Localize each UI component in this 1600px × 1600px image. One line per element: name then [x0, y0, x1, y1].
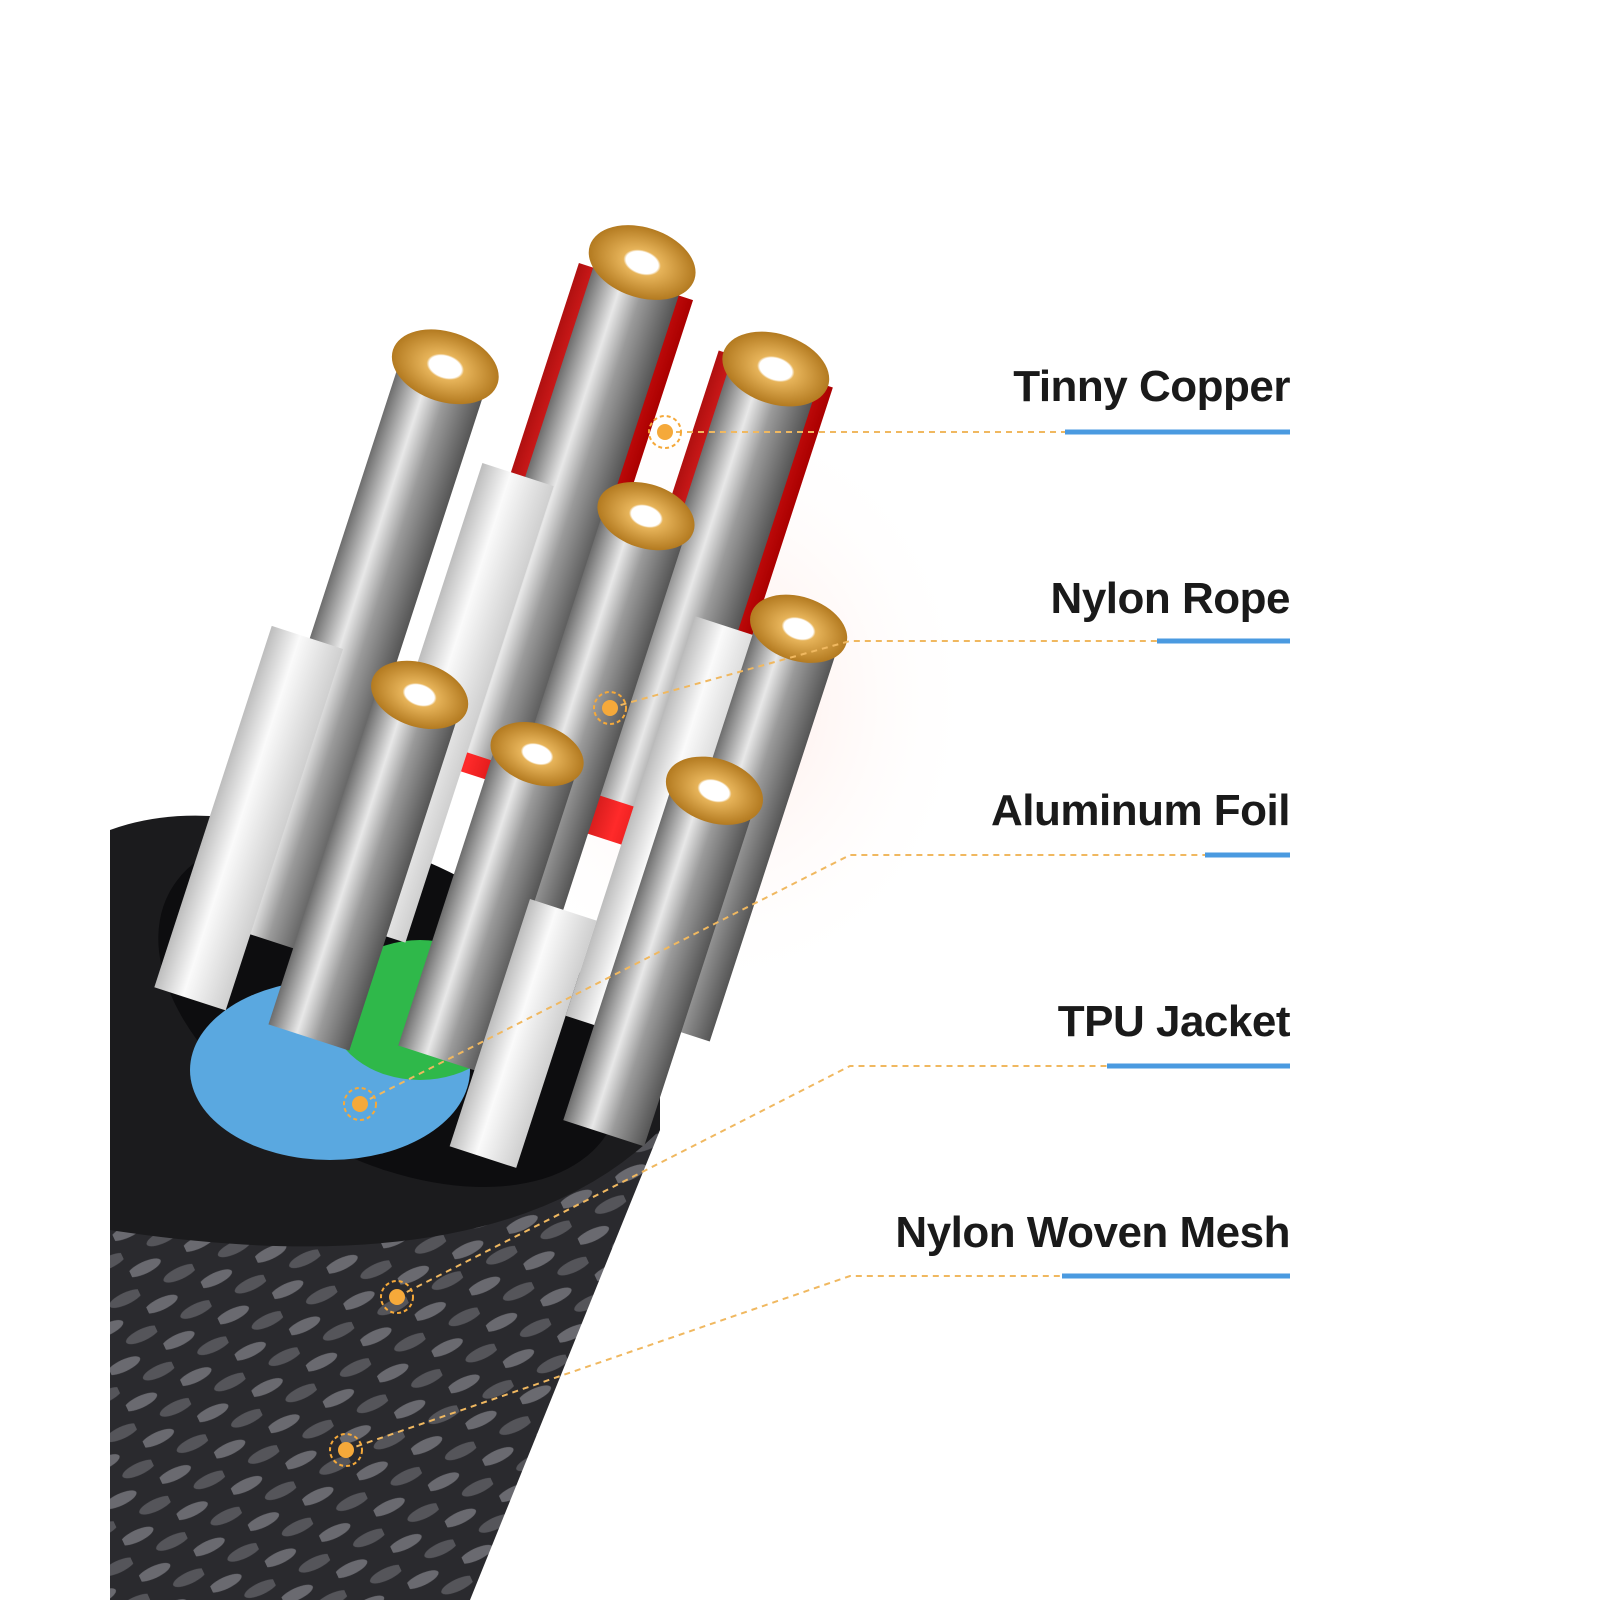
- label-nylon-rope: Nylon Rope: [1050, 574, 1291, 623]
- marker-dot-aluminum-foil: [343, 1087, 377, 1121]
- label-aluminum-foil: Aluminum Foil: [990, 786, 1291, 835]
- marker-dot-nylon-rope: [593, 691, 627, 725]
- label-nylon-woven-mesh: Nylon Woven Mesh: [895, 1208, 1290, 1257]
- marker-dot-tinny-copper: [648, 415, 682, 449]
- marker-dot-nylon-woven-mesh: [329, 1433, 363, 1467]
- marker-dot-tpu-jacket: [380, 1280, 414, 1314]
- label-tpu-jacket: TPU Jacket: [1057, 997, 1291, 1046]
- marker-dots: [329, 415, 682, 1467]
- label-tinny-copper: Tinny Copper: [1013, 362, 1290, 411]
- leader-lines: [345, 431, 1205, 1451]
- label-underlines: [1062, 429, 1290, 1279]
